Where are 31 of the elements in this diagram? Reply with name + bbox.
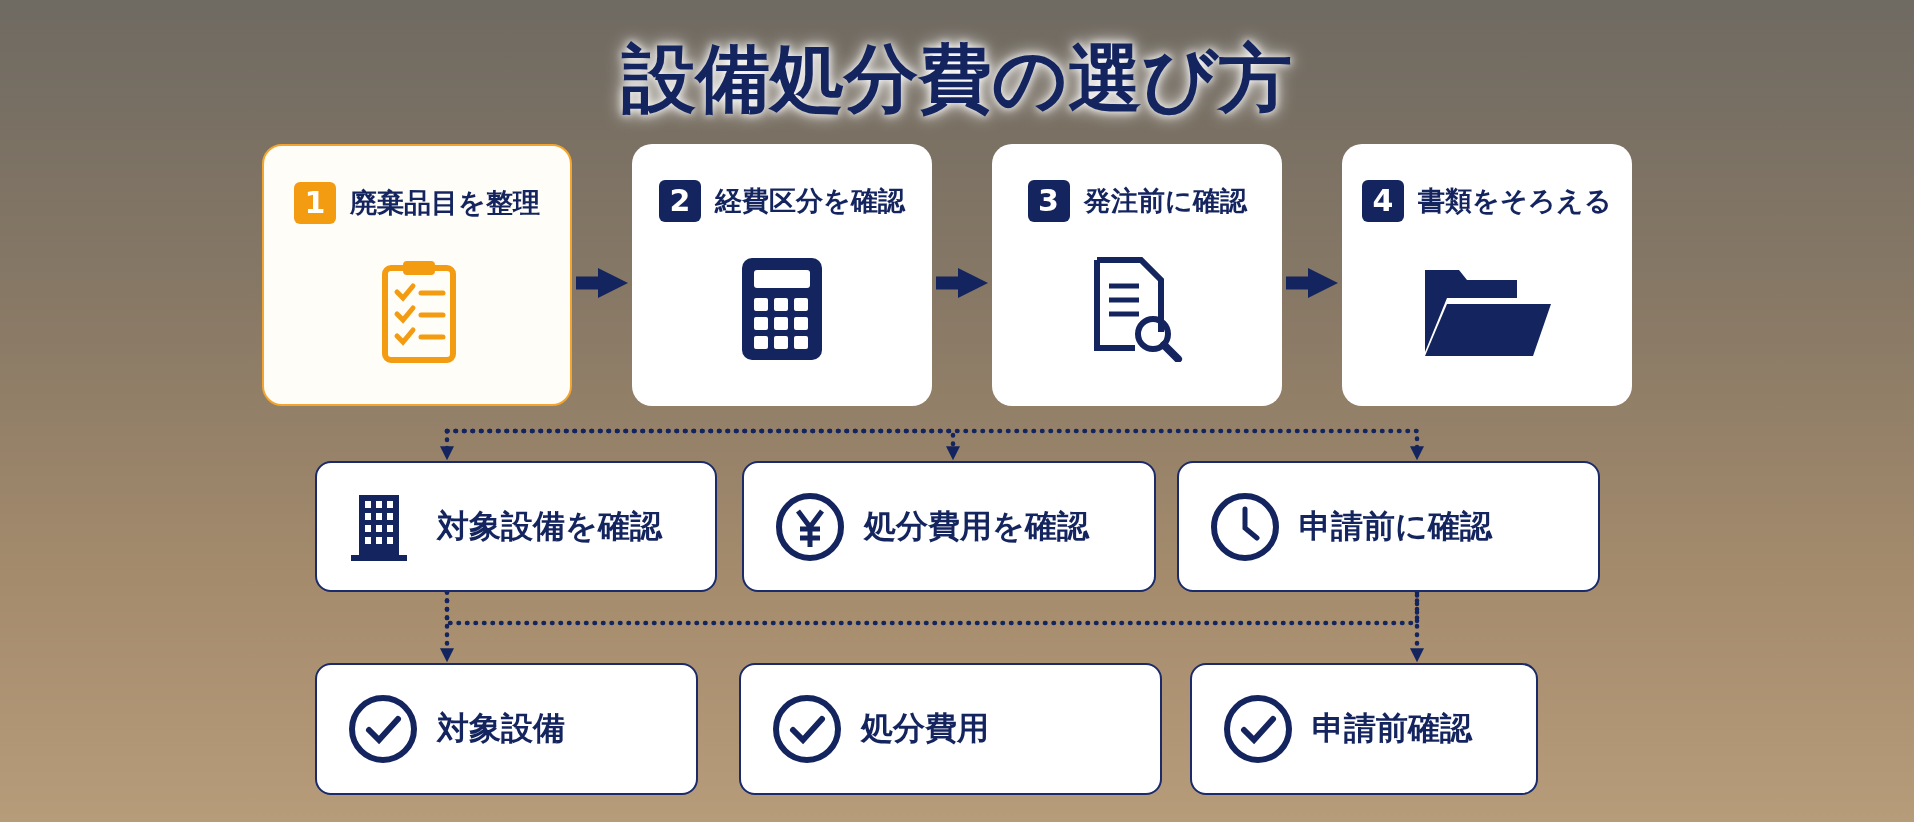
check-card	[739, 663, 1162, 795]
step-number: 1	[294, 182, 336, 224]
step-number: 4	[1362, 180, 1404, 222]
check-label: 申請前に確認	[1299, 505, 1492, 547]
check-label: 申請前確認	[1312, 708, 1472, 749]
check-label: 対象設備を確認	[437, 505, 662, 547]
step-card	[632, 144, 932, 406]
check-card	[1190, 663, 1538, 795]
check-card	[315, 663, 698, 795]
check-card	[1177, 461, 1600, 592]
check-label: 処分費用	[861, 708, 989, 749]
dotted-connector	[1410, 589, 1424, 663]
step-title: 発注前に確認	[1083, 184, 1247, 218]
title: 設備処分費の選び方	[622, 35, 1292, 121]
step-number: 2	[659, 180, 701, 222]
step-card	[262, 144, 572, 406]
check-label: 対象設備	[437, 708, 565, 749]
step-title: 経費区分を確認	[715, 184, 905, 218]
step-title: 廃棄品目を整理	[350, 186, 540, 220]
check-card	[742, 461, 1156, 592]
check-label: 処分費用を確認	[864, 505, 1089, 547]
arrow	[1286, 268, 1338, 298]
arrow	[936, 268, 988, 298]
step-card	[992, 144, 1282, 406]
step-card	[1342, 144, 1632, 406]
arrow	[576, 268, 628, 298]
dotted-connector	[444, 428, 1424, 461]
check-card	[315, 461, 717, 592]
step-number: 3	[1027, 180, 1070, 222]
dotted-connector	[444, 589, 1420, 626]
step-title: 書類をそろえる	[1418, 184, 1612, 218]
